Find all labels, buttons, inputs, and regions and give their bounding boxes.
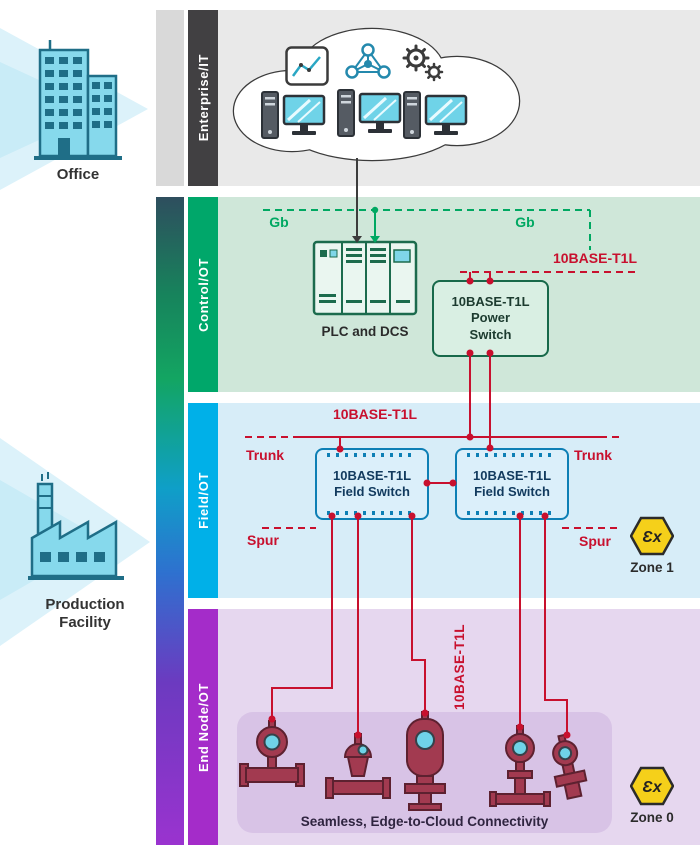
gears-icon xyxy=(402,44,444,82)
enterprise-side-strip xyxy=(156,10,184,186)
switch-ports xyxy=(467,453,557,457)
plc-icon xyxy=(312,240,418,316)
zone1-label: Zone 1 xyxy=(630,560,674,575)
field-switch-2-label: 10BASE-T1L Field Switch xyxy=(472,467,552,499)
t1l-label-field: 10BASE-T1L xyxy=(332,406,418,422)
band-bar-enterprise: Enterprise/IT xyxy=(188,10,218,186)
office-label: Office xyxy=(56,166,100,183)
band-bar-field: Field/OT xyxy=(188,403,218,598)
server-monitor-icon xyxy=(403,91,468,139)
edge-to-cloud-caption: Seamless, Edge-to-Cloud Connectivity xyxy=(300,814,549,829)
spur-label-right: Spur xyxy=(579,533,611,549)
gb-label-right: Gb xyxy=(515,214,535,230)
switch-ports xyxy=(467,511,557,515)
band-bar-endnode: End Node/OT xyxy=(188,609,218,845)
t1l-label-endnode: 10BASE-T1L xyxy=(452,623,467,710)
band-label-endnode: End Node/OT xyxy=(195,682,211,772)
ex-hexagon-icon: Ɛx xyxy=(630,766,674,806)
field-switch-2: 10BASE-T1L Field Switch xyxy=(455,448,569,520)
factory-icon xyxy=(28,472,124,580)
server-monitor-icon xyxy=(261,91,326,139)
chart-icon xyxy=(285,46,329,86)
field-switch-1: 10BASE-T1L Field Switch xyxy=(315,448,429,520)
plc-label: PLC and DCS xyxy=(321,324,409,339)
network-icon xyxy=(345,43,391,79)
server-monitor-icon xyxy=(337,89,402,137)
zone0-label: Zone 0 xyxy=(630,810,674,825)
office-building-icon xyxy=(34,40,122,160)
gb-label-left: Gb xyxy=(269,214,289,230)
switch-ports xyxy=(327,511,417,515)
band-label-enterprise: Enterprise/IT xyxy=(195,54,211,142)
device-valve-icon xyxy=(325,733,391,799)
band-field-ot: Field/OT xyxy=(188,403,700,598)
ex-symbol-text: Ɛx xyxy=(642,779,662,796)
device-compact-transmitter-icon xyxy=(552,733,588,800)
power-switch-label: 10BASE-T1L Power Switch xyxy=(451,294,530,342)
ex-symbol-text: Ɛx xyxy=(642,529,662,546)
power-switch-box: 10BASE-T1L Power Switch xyxy=(432,280,549,357)
band-label-field: Field/OT xyxy=(195,472,211,529)
trunk-label-left: Trunk xyxy=(245,447,285,463)
spur-label-left: Spur xyxy=(247,532,279,548)
layer-gradient-bar xyxy=(156,197,184,845)
switch-ports xyxy=(327,453,417,457)
t1l-label-control: 10BASE-T1L xyxy=(552,250,638,266)
production-facility-label: Production Facility xyxy=(45,596,125,631)
trunk-label-right: Trunk xyxy=(573,447,613,463)
device-coriolis-icon xyxy=(404,711,446,811)
device-flowmeter-icon xyxy=(239,720,305,787)
field-switch-1-label: 10BASE-T1L Field Switch xyxy=(332,467,412,499)
ex-hexagon-icon: Ɛx xyxy=(630,516,674,556)
band-bar-control: Control/OT xyxy=(188,197,218,392)
band-label-control: Control/OT xyxy=(195,257,211,332)
